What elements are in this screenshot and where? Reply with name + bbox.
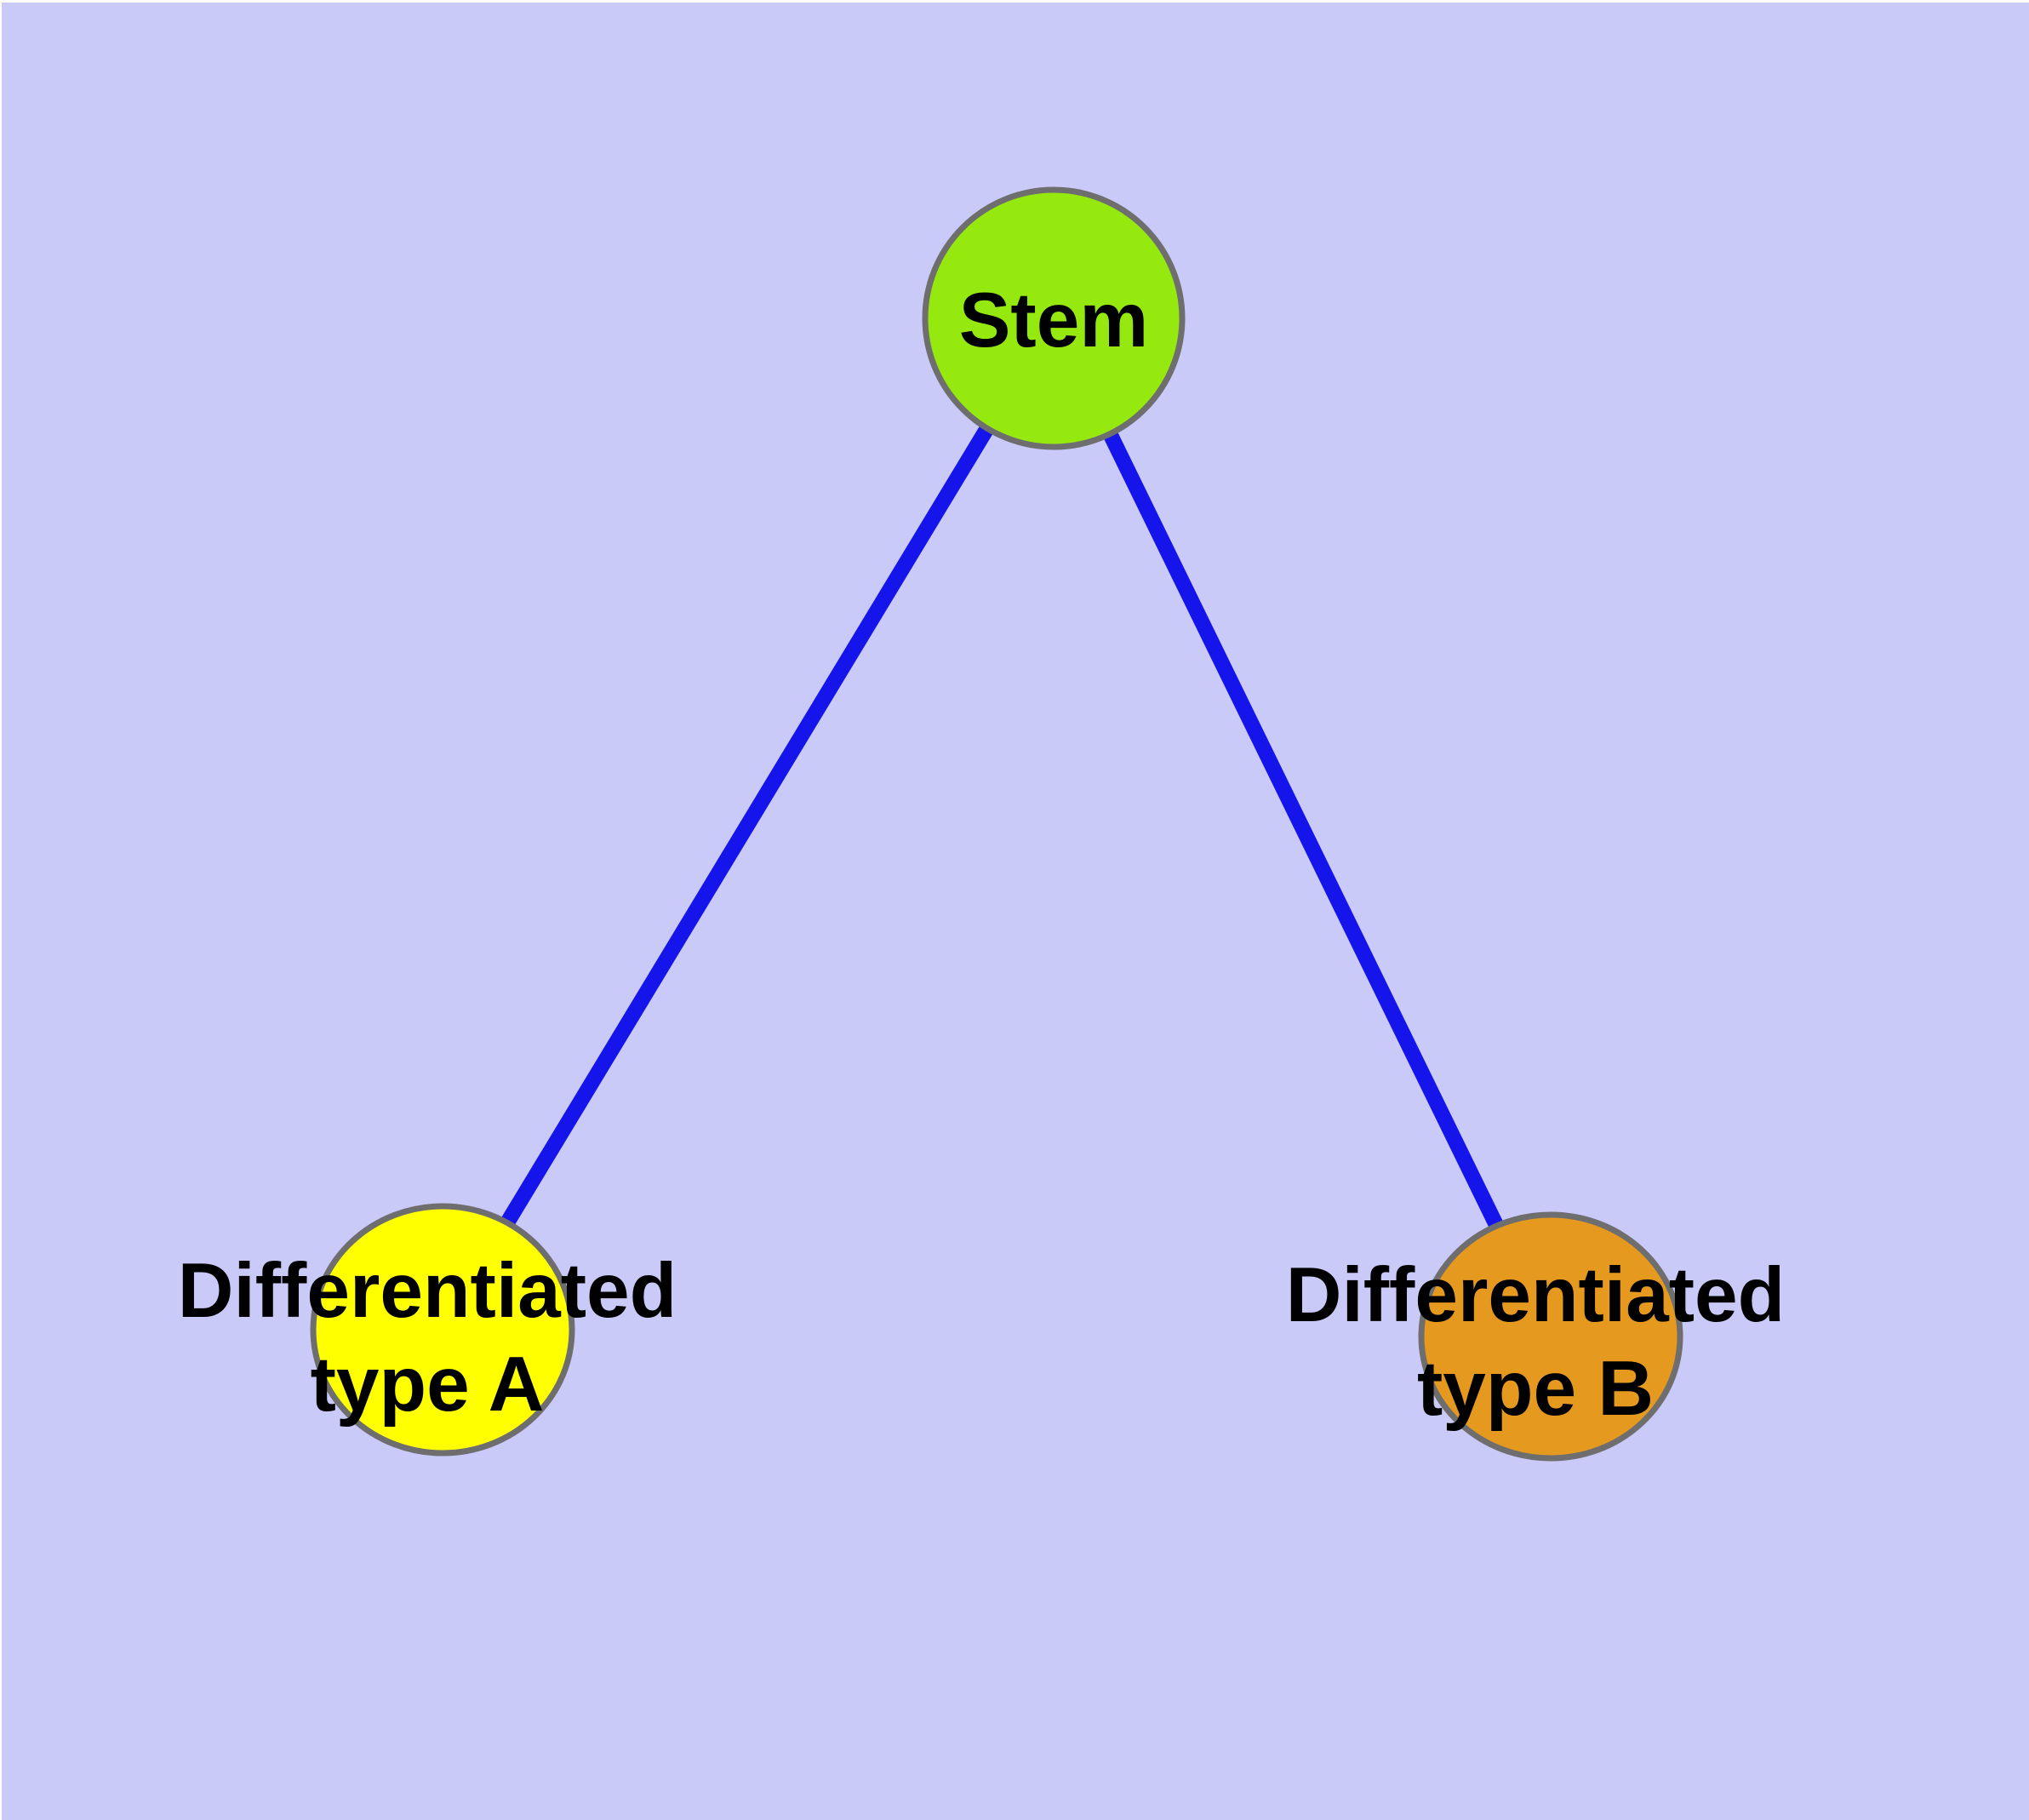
edge-stem-to-type-b [1046, 315, 1558, 1340]
node-differentiated-type-a [310, 1203, 575, 1457]
node-differentiated-type-b [1418, 1211, 1683, 1462]
node-type-b-label-line2: type B [1417, 1346, 1654, 1432]
node-stem [922, 186, 1186, 450]
edge-stem-to-type-a [436, 314, 1060, 1334]
node-type-b-label-line1: Differentiated [1286, 1252, 1786, 1338]
node-type-a-label-line2: type A [311, 1342, 545, 1428]
node-type-a-label-line1: Differentiated [178, 1248, 677, 1334]
node-stem-label: Stem [959, 278, 1149, 363]
